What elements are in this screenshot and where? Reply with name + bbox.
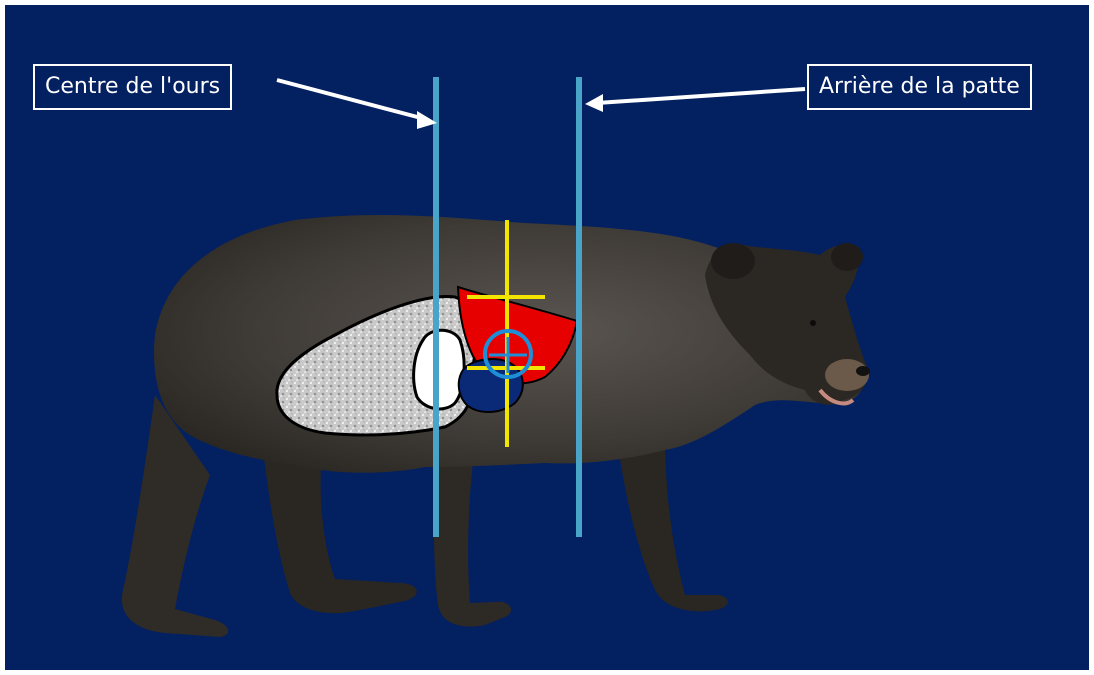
arrow-to-back-leg bbox=[585, 89, 805, 112]
label-centre-of-bear: Centre de l'ours bbox=[33, 64, 232, 110]
label-back-of-leg: Arrière de la patte bbox=[807, 64, 1032, 110]
bear-silhouette bbox=[122, 215, 870, 637]
arrow-to-centre bbox=[277, 80, 437, 129]
diagram-canvas: Centre de l'ours Arrière de la patte bbox=[5, 5, 1089, 670]
bear-nose bbox=[856, 366, 870, 376]
bear-ear-left bbox=[711, 243, 755, 279]
bear-eye bbox=[810, 320, 816, 326]
bear-ear-right bbox=[831, 243, 863, 271]
